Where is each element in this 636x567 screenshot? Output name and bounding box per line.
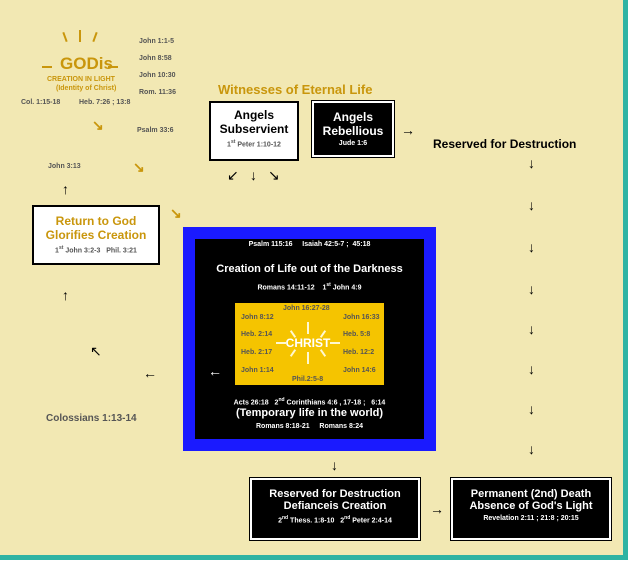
- angels-subservient-line1: Angels: [233, 108, 274, 122]
- creation-ref-bottom: Acts 26:18 2nd Corinthians 4:6 , 17-18 ;…: [233, 397, 386, 407]
- arrow-up: ↑: [62, 181, 69, 197]
- arrow-down: ↓: [528, 321, 535, 337]
- godis-subtitle1: CREATION IN LIGHT: [47, 76, 115, 83]
- permanent-death-line2: Absence of God's Light: [469, 500, 593, 512]
- ref-john-1: John 1:1-5: [139, 38, 175, 45]
- arrow-left-inner: ←: [208, 363, 222, 379]
- arrow-down: ↓: [528, 401, 535, 417]
- arrow-up: ↑: [62, 287, 69, 303]
- godis-sun: [20, 30, 130, 110]
- angels-rebellious-box: Angels Rebellious Jude 1:6: [311, 100, 395, 158]
- return-line2: Glorifies Creation: [45, 228, 147, 242]
- reserved-bottom-line2: Defianceis Creation: [283, 500, 387, 512]
- christ-ref-right: Heb. 12:2: [343, 349, 375, 356]
- angels-subservient-box: Angels Subservient 1st Peter 1:10-12: [209, 101, 299, 161]
- arrow-down: ↓: [528, 197, 535, 213]
- creation-ref-mid: Romans 14:11-12 1st John 4:9: [257, 282, 362, 292]
- permanent-death-line1: Permanent (2nd) Death: [470, 488, 592, 500]
- reserved-bottom-box: Reserved for Destruction Defianceis Crea…: [249, 477, 421, 541]
- godis-subtitle2: (Identity of Christ): [56, 85, 117, 92]
- sun-ray: [62, 31, 68, 43]
- arrow-down-right: ↘: [92, 117, 104, 133]
- christ-ref-bottom: Phil.2:5-8: [292, 376, 324, 383]
- arrow-down: ↓: [331, 457, 338, 473]
- permanent-death-ref: Revelation 2:11 ; 21:8 ; 20:15: [483, 515, 579, 522]
- reserved-top-label: Reserved for Destruction: [433, 137, 577, 151]
- angels-rebellious-ref: Jude 1:6: [338, 140, 368, 147]
- return-line1: Return to God: [55, 214, 137, 228]
- christ-ray: [330, 342, 340, 344]
- arrow-down: ↓: [528, 441, 535, 457]
- creation-title: Creation of Life out of the Darkness: [216, 263, 403, 275]
- christ-ref-right: John 16:33: [343, 314, 380, 321]
- reserved-bottom-line1: Reserved for Destruction: [269, 488, 401, 500]
- ref-john-3: John 3:13: [48, 163, 81, 170]
- ref-john-10: John 10:30: [139, 72, 176, 79]
- arrow-down-right: ↘: [133, 159, 145, 175]
- arrow-down: ↓: [528, 239, 535, 255]
- diagram-canvas: GODis CREATION IN LIGHT (Identity of Chr…: [0, 0, 628, 560]
- sun-ray: [108, 66, 118, 68]
- return-refs: 1st John 3:2-3 Phil. 3:21: [55, 245, 137, 255]
- angels-subservient-line2: Subservient: [219, 122, 289, 136]
- christ-ray: [307, 352, 309, 364]
- christ-ref-left: John 8:12: [241, 314, 274, 321]
- ref-psalm-33: Psalm 33:6: [137, 127, 174, 134]
- angels-rebellious-line1: Angels: [332, 110, 373, 124]
- permanent-death-box: Permanent (2nd) Death Absence of God's L…: [450, 477, 612, 541]
- christ-label: CHRIST: [285, 336, 331, 350]
- arrow-down: ↓: [528, 281, 535, 297]
- christ-ref-right: Heb. 5:8: [343, 331, 371, 338]
- christ-ref-left: John 1:14: [241, 367, 274, 374]
- christ-ref-right: John 14:6: [343, 367, 376, 374]
- witnesses-title: Witnesses of Eternal Life: [218, 82, 373, 97]
- arrow-up-left: ↖: [90, 343, 102, 359]
- ref-john-8: John 8:58: [139, 55, 172, 62]
- christ-ref-left: Heb. 2:14: [241, 331, 273, 338]
- godis-ref-left: Col. 1:15-18: [21, 99, 61, 106]
- arrow-down-left: ↙: [227, 167, 239, 183]
- arrow-down: ↓: [528, 155, 535, 171]
- colossians-ref: Colossians 1:13-14: [46, 413, 137, 424]
- angels-subservient-ref: 1st Peter 1:10-12: [227, 139, 281, 149]
- christ-ref-top: John 16:27-28: [283, 305, 330, 312]
- godis-ref-right: Heb. 7:26 ; 13:8: [79, 99, 131, 106]
- creation-ref-last: Romans 8:18-21 Romans 8:24: [256, 423, 363, 430]
- godis-title: GODis: [60, 54, 113, 73]
- arrow-down-right: ↘: [170, 205, 182, 221]
- sun-ray: [92, 31, 98, 43]
- arrow-down: ↓: [250, 167, 257, 183]
- creation-subtitle: (Temporary life in the world): [235, 407, 384, 419]
- sun-ray: [79, 30, 81, 42]
- christ-ref-left: Heb. 2:17: [241, 349, 273, 356]
- arrow-left: ←: [143, 365, 157, 381]
- reserved-bottom-refs: 2nd Thess. 1:8-10 2nd Peter 2:4-14: [278, 515, 392, 525]
- arrow-right: →: [401, 122, 415, 138]
- return-to-god-box: Return to God Glorifies Creation 1st Joh…: [32, 205, 160, 265]
- creation-ref-top: Psalm 115:16 Isaiah 42:5-7 ; 45:18: [248, 241, 371, 248]
- arrow-down: ↓: [528, 361, 535, 377]
- arrow-down-right: ↘: [268, 167, 280, 183]
- christ-ray: [276, 342, 286, 344]
- christ-panel: [235, 303, 384, 385]
- ref-rom-11: Rom. 11:36: [139, 89, 176, 96]
- angels-rebellious-line2: Rebellious: [322, 124, 384, 138]
- arrow-right: →: [430, 501, 444, 517]
- christ-ray: [307, 322, 309, 334]
- sun-ray: [42, 66, 52, 68]
